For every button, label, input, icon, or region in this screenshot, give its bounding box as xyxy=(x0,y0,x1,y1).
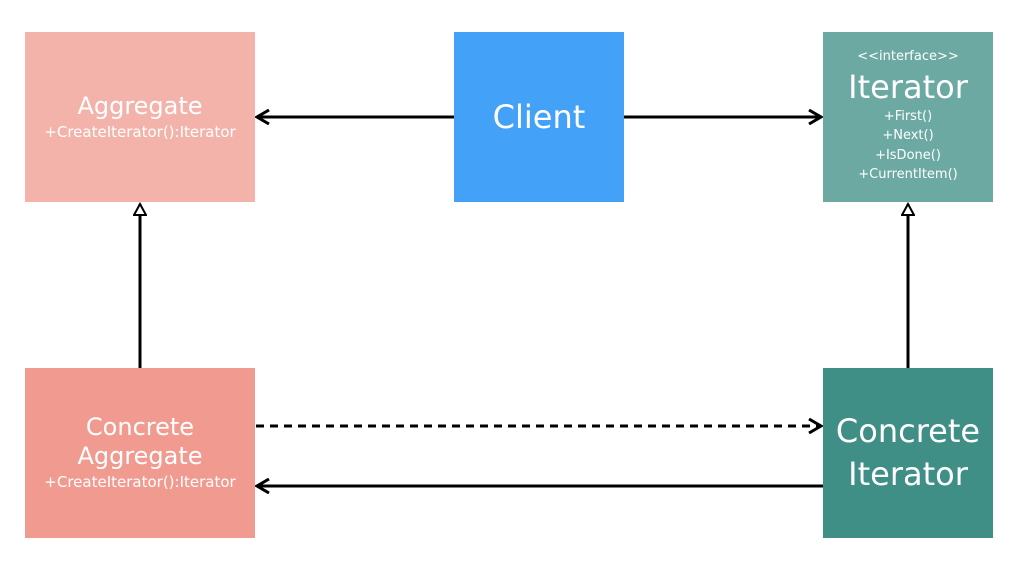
iterator-box[interactable]: <<interface>> Iterator +First() +Next() … xyxy=(823,32,993,202)
aggregate-title: Aggregate xyxy=(77,91,203,120)
client-title: Client xyxy=(492,98,586,136)
concrete-aggregate-method: +CreateIterator():Iterator xyxy=(44,473,236,492)
concrete-iterator-title-line2: Iterator xyxy=(848,455,968,493)
client-box[interactable]: Client xyxy=(454,32,624,202)
aggregate-method: +CreateIterator():Iterator xyxy=(44,122,236,141)
concrete-aggregate-box[interactable]: Concrete Aggregate +CreateIterator():Ite… xyxy=(25,368,255,538)
concrete-iterator-box[interactable]: Concrete Iterator xyxy=(823,368,993,538)
iterator-method-currentitem: +CurrentItem() xyxy=(858,167,958,183)
aggregate-box[interactable]: Aggregate +CreateIterator():Iterator xyxy=(25,32,255,202)
iterator-stereotype: <<interface>> xyxy=(857,49,959,65)
iterator-title: Iterator xyxy=(848,67,968,106)
concrete-aggregate-title-line2: Aggregate xyxy=(77,442,203,471)
iterator-method-first: +First() xyxy=(883,108,933,124)
iterator-method-isdone: +IsDone() xyxy=(875,147,941,163)
iterator-method-next: +Next() xyxy=(882,128,934,144)
concrete-aggregate-title-line1: Concrete xyxy=(85,413,195,442)
concrete-iterator-title-line1: Concrete xyxy=(835,411,981,450)
